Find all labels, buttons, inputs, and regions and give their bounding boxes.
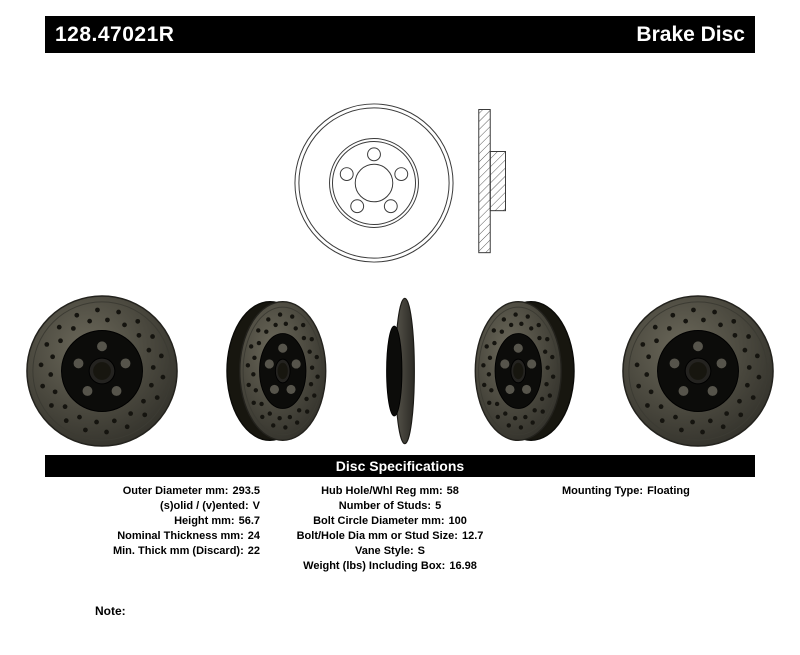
header-bar: 128.47021R Brake Disc [45, 16, 755, 53]
spec-row: (s)olid / (v)ented:V [160, 500, 260, 512]
spec-columns: Outer Diameter mm:293.5 (s)olid / (v)ent… [45, 484, 755, 574]
spec-column-middle: Hub Hole/Whl Reg mm:58 Number of Studs:5… [260, 484, 520, 574]
note-label: Note: [95, 604, 126, 618]
rotor-photo-front-left [23, 292, 181, 450]
rotor-photo-side [378, 294, 422, 448]
spec-row: Weight (lbs) Including Box:16.98 [303, 560, 477, 572]
spec-column-left: Outer Diameter mm:293.5 (s)olid / (v)ent… [45, 484, 260, 574]
spec-row: Hub Hole/Whl Reg mm:58 [321, 485, 459, 497]
rotor-photo-front-right [619, 292, 777, 450]
brake-disc-cross-section-drawing [474, 99, 516, 267]
brake-disc-front-drawing [284, 99, 464, 267]
part-number: 128.47021R [55, 22, 175, 46]
spec-row: Number of Studs:5 [338, 500, 442, 512]
spec-row: Mounting Type:Floating [562, 485, 690, 497]
product-name: Brake Disc [636, 22, 745, 46]
spec-row: Nominal Thickness mm:24 [117, 530, 260, 542]
technical-drawing-row [45, 99, 755, 267]
spec-sheet-page: 128.47021R Brake Disc Disc Specification… [23, 16, 777, 618]
rotor-photo-angled-left [207, 293, 353, 449]
rotor-photo-angled-right [448, 293, 594, 449]
spec-row: Outer Diameter mm:293.5 [122, 485, 260, 497]
spec-row: Height mm:56.7 [174, 515, 260, 527]
spec-row: Bolt/Hole Dia mm or Stud Size:12.7 [296, 530, 484, 542]
spec-section-title: Disc Specifications [45, 455, 755, 477]
spec-row: Bolt Circle Diameter mm:100 [313, 515, 467, 527]
spec-row: Vane Style:S [354, 545, 426, 557]
spec-column-right: Mounting Type:Floating [520, 484, 755, 574]
spec-row: Min. Thick mm (Discard):22 [112, 545, 260, 557]
rotor-photo-row [23, 293, 777, 449]
